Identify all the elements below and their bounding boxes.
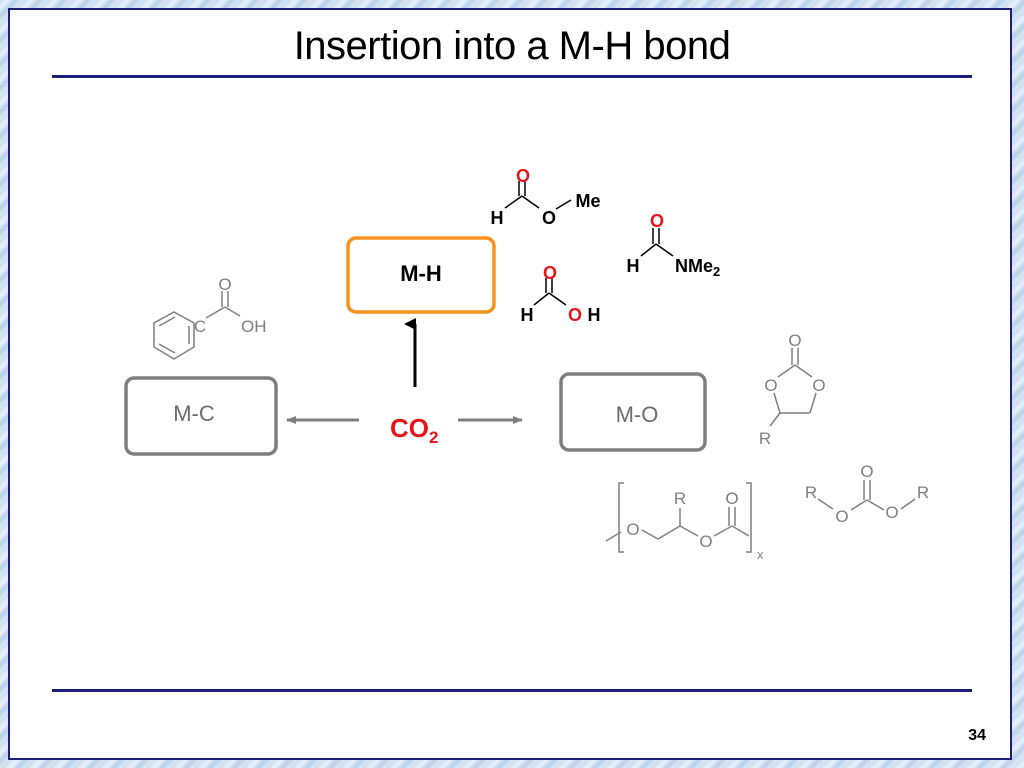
svg-text:NMe2: NMe2 (675, 256, 720, 279)
svg-text:O: O (835, 507, 848, 526)
svg-text:x: x (757, 547, 764, 562)
svg-text:R: R (805, 483, 817, 502)
mo-label: M-O (616, 402, 659, 427)
svg-text:O: O (542, 208, 556, 228)
methyl-formate-structure: O H O Me (491, 166, 601, 228)
polycarbonate-structure: R O O O x (605, 482, 764, 562)
mc-box: M-C (124, 376, 278, 456)
svg-text:O: O (218, 275, 231, 294)
benzoic-acid-structure: O C OH (153, 275, 267, 360)
footer-rule (52, 689, 972, 692)
svg-text:OH: OH (241, 317, 267, 336)
svg-text:O: O (885, 503, 898, 522)
mc-label: M-C (173, 401, 215, 426)
svg-text:O: O (568, 305, 582, 325)
svg-text:C: C (194, 317, 206, 336)
svg-text:R: R (917, 483, 929, 502)
title-rule (52, 75, 972, 78)
formic-acid-structure: O H O H (521, 263, 601, 325)
svg-text:O: O (699, 532, 712, 551)
svg-text:O: O (812, 376, 825, 395)
svg-text:O: O (650, 211, 664, 231)
dialkyl-carbonate-structure: O R O O R (805, 462, 929, 526)
mo-box: M-O (559, 372, 707, 452)
co2-label: CO2 (390, 413, 438, 447)
svg-text:Me: Me (575, 191, 600, 211)
dmf-structure: O H NMe2 (627, 211, 721, 279)
svg-text:O: O (764, 376, 777, 395)
svg-text:R: R (759, 429, 771, 448)
svg-text:O: O (725, 489, 738, 508)
slide-panel (8, 8, 1012, 760)
svg-text:O: O (543, 263, 557, 283)
svg-text:O: O (860, 462, 873, 481)
svg-text:R: R (674, 489, 686, 508)
svg-text:O: O (626, 520, 639, 539)
mh-label: M-H (400, 261, 442, 286)
slide-title: Insertion into a M-H bond (293, 24, 731, 68)
svg-text:O: O (516, 166, 530, 186)
mh-box: M-H (346, 236, 496, 314)
svg-text:O: O (788, 331, 801, 350)
svg-text:H: H (491, 208, 504, 228)
page-number: 34 (968, 727, 986, 744)
svg-text:H: H (588, 305, 601, 325)
cyclic-carbonate-structure: O O O R (759, 331, 826, 448)
svg-text:H: H (521, 305, 534, 325)
svg-text:H: H (627, 256, 640, 276)
